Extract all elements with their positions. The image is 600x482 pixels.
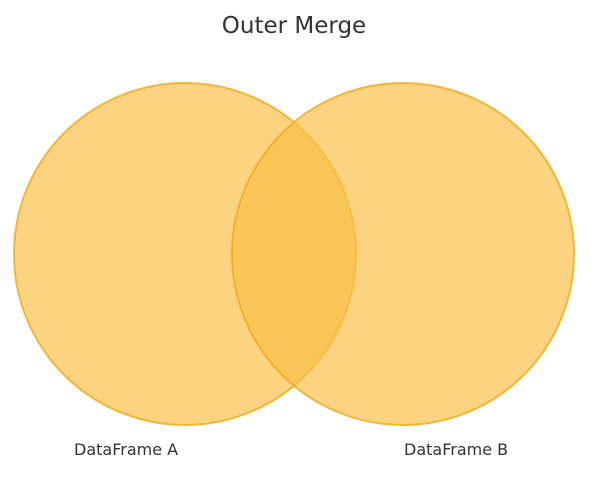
circle-dataframe-b bbox=[231, 82, 575, 426]
label-dataframe-a: DataFrame A bbox=[74, 440, 179, 459]
diagram-title: Outer Merge bbox=[221, 13, 367, 39]
label-dataframe-b: DataFrame B bbox=[404, 440, 509, 459]
